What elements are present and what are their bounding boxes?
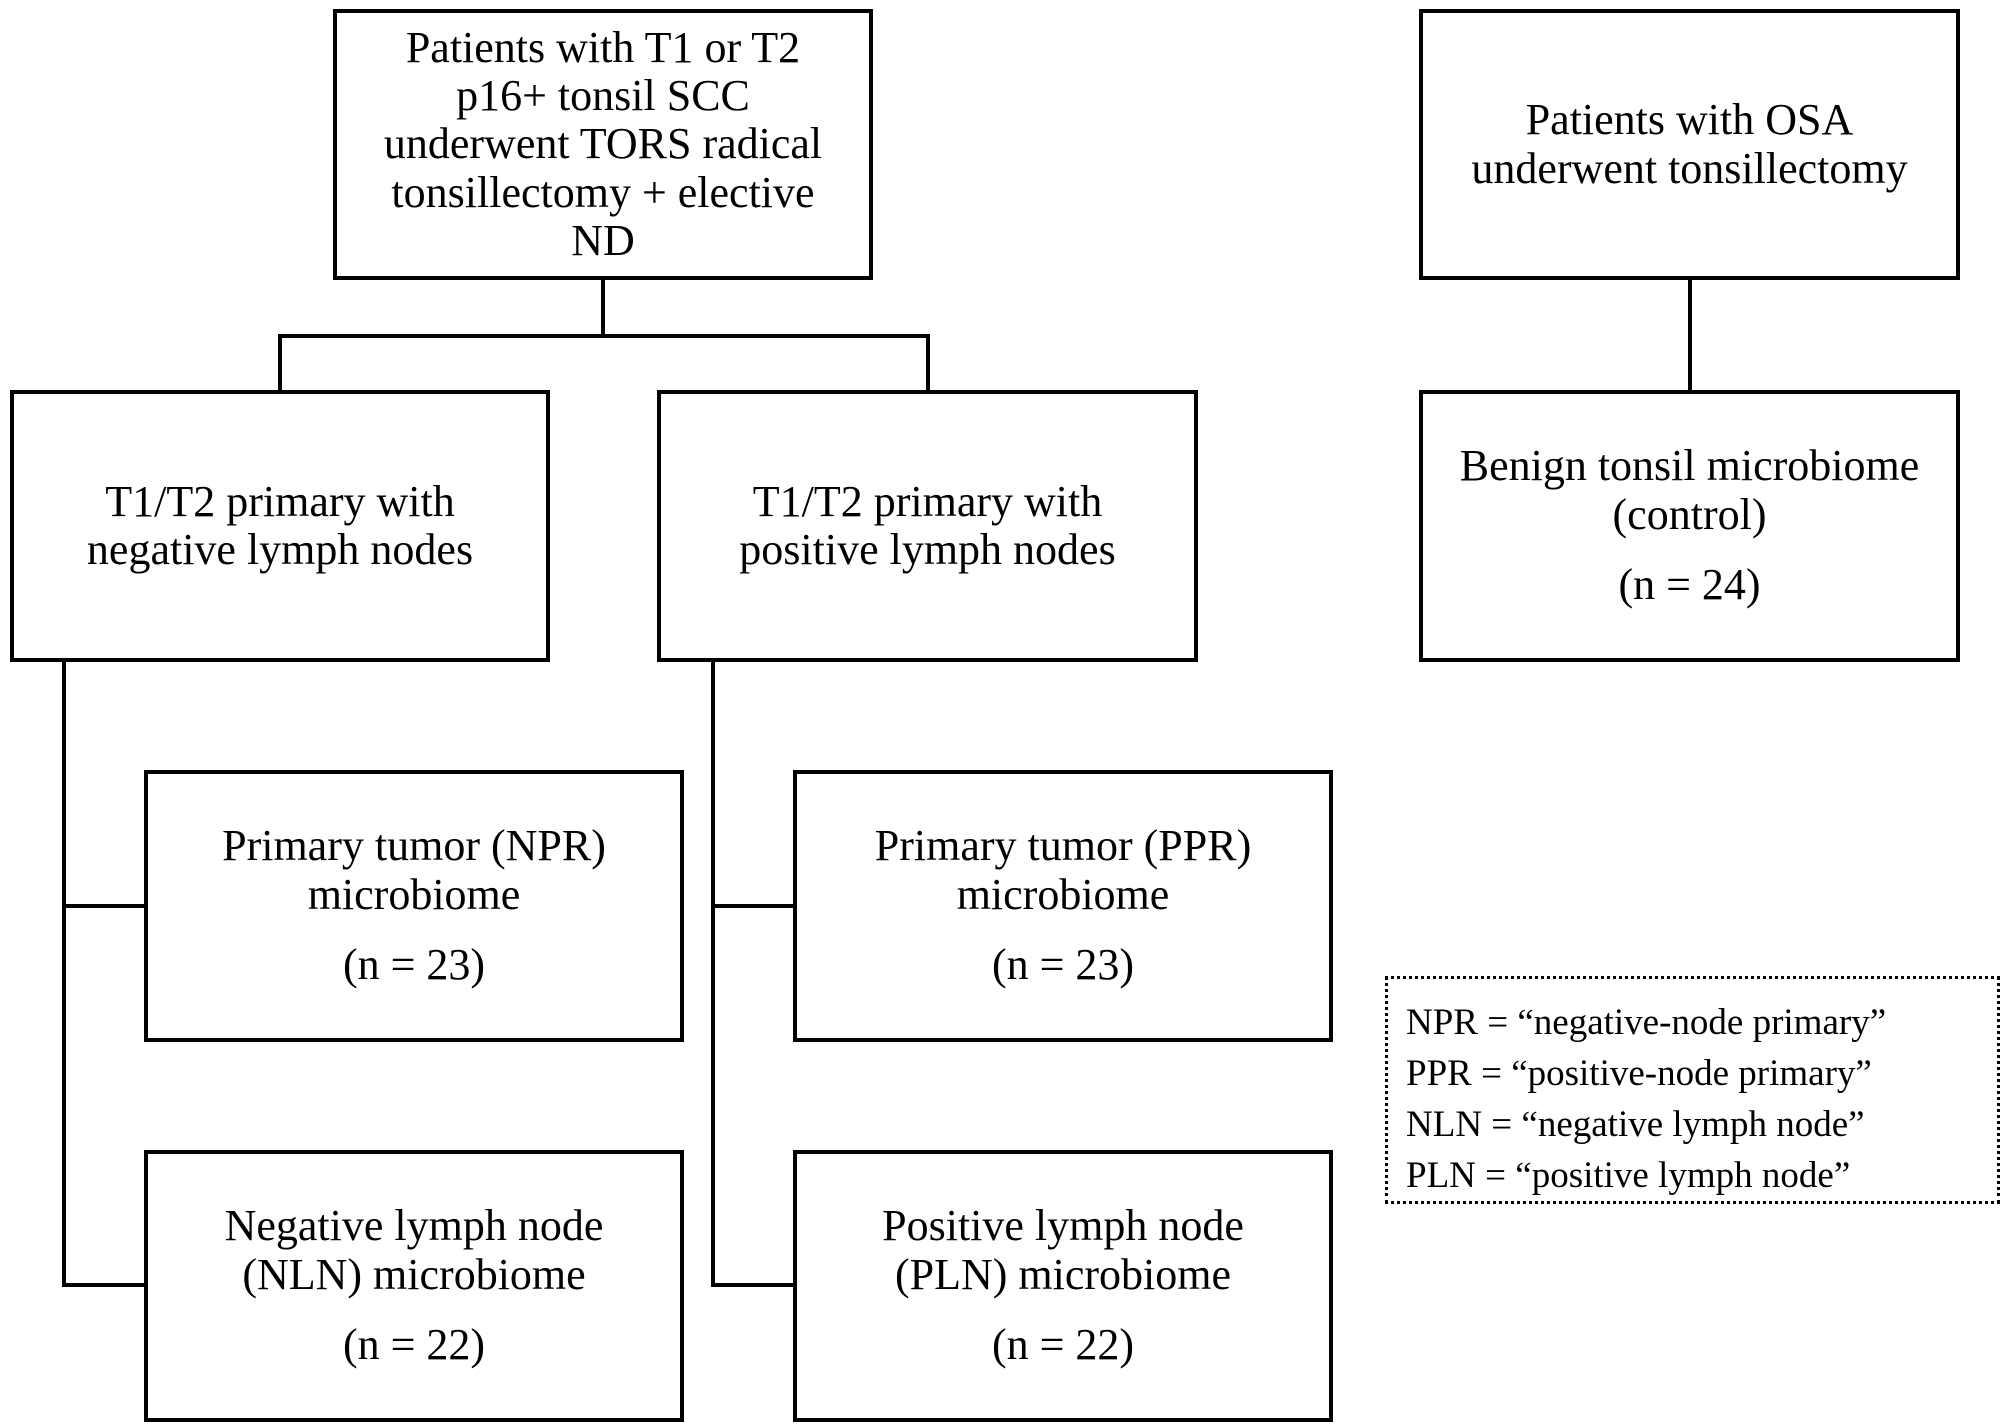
box-line: Positive lymph node xyxy=(882,1201,1244,1251)
box-line: microbiome xyxy=(956,869,1170,919)
box-line: underwent TORS radical xyxy=(383,119,823,169)
abbreviation-legend: NPR = “negative-node primary” PPR = “pos… xyxy=(1385,976,2000,1204)
box-line: tonsillectomy + elective xyxy=(391,167,815,217)
legend-entry: NLN = “negative lymph node” xyxy=(1406,1104,1865,1145)
npr-box: Primary tumor (NPR) microbiome (n = 23) xyxy=(144,770,684,1042)
benign-control-box: Benign tonsil microbiome (control) (n = … xyxy=(1419,390,1960,662)
sample-count: (n = 24) xyxy=(1618,560,1761,610)
osa-patients-box: Patients with OSA underwent tonsillectom… xyxy=(1419,9,1960,280)
legend-entry: NPR = “negative-node primary” xyxy=(1406,1002,1887,1043)
box-line: positive lymph nodes xyxy=(739,525,1116,574)
box-line: Patients with OSA xyxy=(1525,95,1854,145)
box-line: Negative lymph node xyxy=(224,1201,604,1251)
sample-count: (n = 22) xyxy=(342,1320,486,1370)
tumor-patients-box: Patients with T1 or T2 p16+ tonsil SCC u… xyxy=(333,9,873,280)
ppr-box: Primary tumor (PPR) microbiome (n = 23) xyxy=(793,770,1333,1042)
box-line: Benign tonsil microbiome xyxy=(1459,441,1920,491)
pln-box: Positive lymph node (PLN) microbiome (n … xyxy=(793,1150,1333,1422)
box-line: p16+ tonsil SCC xyxy=(456,70,750,120)
box-line: ND xyxy=(571,216,635,266)
box-line: (NLN) microbiome xyxy=(242,1249,586,1299)
legend-entry: PPR = “positive-node primary” xyxy=(1406,1053,1872,1094)
legend-entry: PLN = “positive lymph node” xyxy=(1406,1155,1851,1196)
box-line: (PLN) microbiome xyxy=(894,1249,1232,1299)
sample-count: (n = 23) xyxy=(342,940,486,990)
sample-count: (n = 23) xyxy=(991,940,1135,990)
negative-nodes-box: T1/T2 primary with negative lymph nodes xyxy=(10,390,550,662)
nln-box: Negative lymph node (NLN) microbiome (n … xyxy=(144,1150,684,1422)
box-line: Patients with T1 or T2 xyxy=(405,22,801,72)
box-line: Primary tumor (NPR) xyxy=(222,821,606,871)
sample-count: (n = 22) xyxy=(991,1320,1135,1370)
box-line: underwent tonsillectomy xyxy=(1471,143,1908,193)
box-line: negative lymph nodes xyxy=(86,525,474,574)
positive-nodes-box: T1/T2 primary with positive lymph nodes xyxy=(657,390,1198,662)
box-line: microbiome xyxy=(307,869,521,919)
box-line: T1/T2 primary with xyxy=(105,476,455,526)
box-line: (control) xyxy=(1612,489,1767,539)
box-line: Primary tumor (PPR) xyxy=(874,821,1252,871)
box-line: T1/T2 primary with xyxy=(752,476,1103,526)
